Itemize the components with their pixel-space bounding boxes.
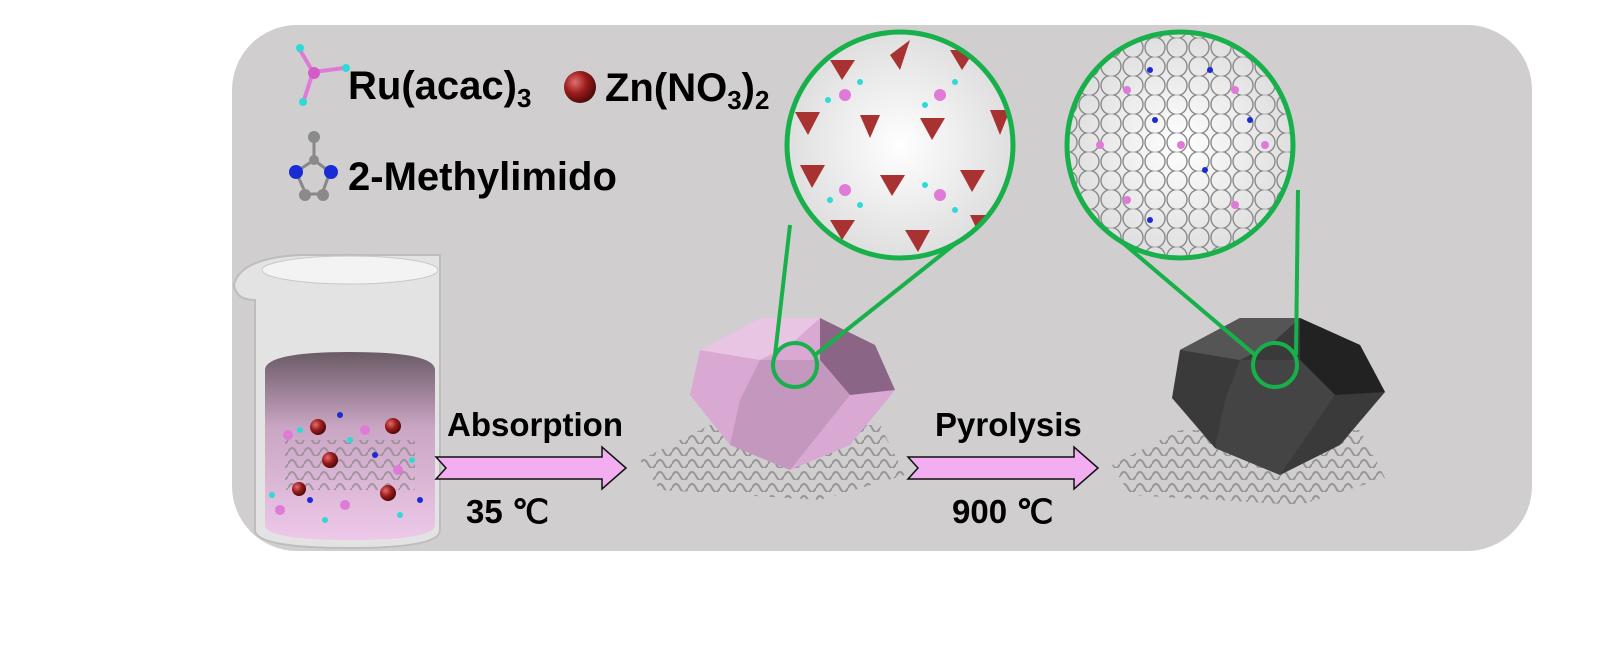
step-absorption: Absorption 35 ℃ bbox=[434, 406, 628, 530]
beaker-illustration bbox=[232, 254, 441, 550]
step-condition: 35 ℃ bbox=[466, 493, 549, 530]
step-pyrolysis: Pyrolysis 900 ℃ bbox=[906, 406, 1100, 530]
step-label: Absorption bbox=[447, 406, 623, 443]
carbon-structure-zoom bbox=[1064, 29, 1296, 261]
arrow-right-icon bbox=[434, 445, 628, 491]
ru-nc-carbon-crystal bbox=[1108, 189, 1385, 505]
zif8-structure-zoom bbox=[784, 29, 1016, 261]
ru-acac-molecule-icon bbox=[296, 44, 350, 106]
ru-zif8-crystal bbox=[640, 224, 962, 500]
arrow-right-icon bbox=[906, 445, 1100, 491]
legend-imid-label: 2-Methylimido bbox=[348, 155, 617, 199]
legend-zn-label: Zn(NO3)2 bbox=[605, 66, 769, 115]
step-label: Pyrolysis bbox=[935, 406, 1082, 443]
step-condition: 900 ℃ bbox=[952, 493, 1053, 530]
legend: Ru(acac)3 Zn(NO3)2 2-Methylimido bbox=[289, 44, 769, 201]
methylimidazole-molecule-icon bbox=[289, 131, 338, 201]
zn-ion-ball-icon bbox=[564, 71, 596, 103]
legend-ru-label: Ru(acac)3 bbox=[348, 64, 531, 113]
